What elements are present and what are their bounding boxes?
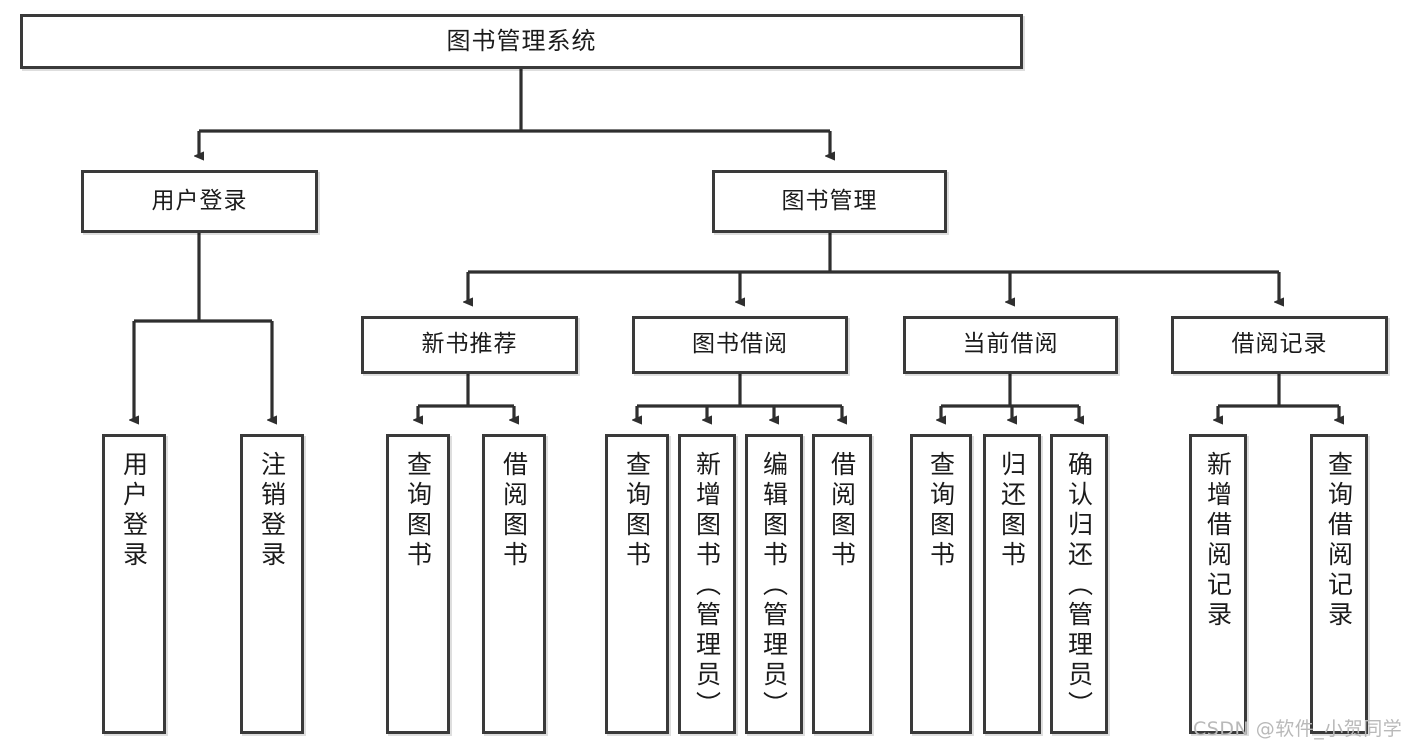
leaf-add-book-admin-label: 新增图书（管理员） (692, 451, 722, 721)
node-new-book-recommend-label: 新书推荐 (421, 331, 518, 358)
leaf-query-book-borrow-label: 查询图书 (622, 451, 652, 571)
leaf-add-borrow-record-label: 新增借阅记录 (1203, 451, 1233, 631)
node-new-book-recommend[interactable]: 新书推荐 (361, 316, 578, 374)
leaf-query-book-current-label: 查询图书 (926, 451, 956, 571)
csdn-watermark: CSDN @软件_小贺同学 (1193, 718, 1403, 740)
node-borrow-record-label: 借阅记录 (1231, 331, 1328, 358)
leaf-logout[interactable]: 注销登录 (240, 434, 304, 734)
node-root[interactable]: 图书管理系统 (20, 14, 1023, 69)
leaf-query-borrow-record[interactable]: 查询借阅记录 (1310, 434, 1368, 734)
leaf-query-book-current[interactable]: 查询图书 (910, 434, 972, 734)
leaf-query-borrow-record-label: 查询借阅记录 (1324, 451, 1354, 631)
edge-group-record (1218, 374, 1339, 420)
leaf-return-book-label: 归还图书 (997, 451, 1027, 571)
edge-group-book-mgmt (468, 233, 1279, 302)
leaf-borrow-book-recommend[interactable]: 借阅图书 (482, 434, 546, 734)
edge-group-user-login (134, 233, 272, 420)
edge-group-root (199, 69, 830, 156)
edge-group-current (941, 374, 1079, 420)
node-current-borrow-label: 当前借阅 (962, 331, 1059, 358)
edge-group-new-book (418, 374, 514, 420)
leaf-borrow-book-label: 借阅图书 (827, 451, 857, 571)
leaf-edit-book-admin-label: 编辑图书（管理员） (759, 451, 789, 721)
edge-group-borrow (637, 374, 842, 420)
node-root-label: 图书管理系统 (446, 27, 597, 56)
leaf-return-book[interactable]: 归还图书 (983, 434, 1041, 734)
leaf-borrow-book-recommend-label: 借阅图书 (499, 451, 529, 571)
node-current-borrow[interactable]: 当前借阅 (903, 316, 1118, 374)
leaf-add-book-admin[interactable]: 新增图书（管理员） (678, 434, 736, 734)
leaf-edit-book-admin[interactable]: 编辑图书（管理员） (745, 434, 803, 734)
leaf-query-book-recommend-label: 查询图书 (403, 451, 433, 571)
leaf-borrow-book[interactable]: 借阅图书 (812, 434, 872, 734)
node-user-login-label: 用户登录 (151, 187, 248, 214)
leaf-query-book-recommend[interactable]: 查询图书 (386, 434, 450, 734)
leaf-confirm-return-admin[interactable]: 确认归还（管理员） (1050, 434, 1108, 734)
leaf-user-login-label: 用户登录 (119, 451, 149, 571)
node-book-management-label: 图书管理 (781, 187, 878, 214)
leaf-query-book-borrow[interactable]: 查询图书 (605, 434, 669, 734)
leaf-confirm-return-admin-label: 确认归还（管理员） (1064, 451, 1094, 721)
node-book-borrow-label: 图书借阅 (692, 331, 788, 358)
leaf-user-login[interactable]: 用户登录 (102, 434, 166, 734)
node-user-login[interactable]: 用户登录 (81, 170, 318, 233)
node-book-borrow[interactable]: 图书借阅 (632, 316, 848, 374)
leaf-logout-label: 注销登录 (257, 451, 287, 571)
node-book-management[interactable]: 图书管理 (712, 170, 947, 233)
node-borrow-record[interactable]: 借阅记录 (1171, 316, 1388, 374)
leaf-add-borrow-record[interactable]: 新增借阅记录 (1189, 434, 1247, 734)
